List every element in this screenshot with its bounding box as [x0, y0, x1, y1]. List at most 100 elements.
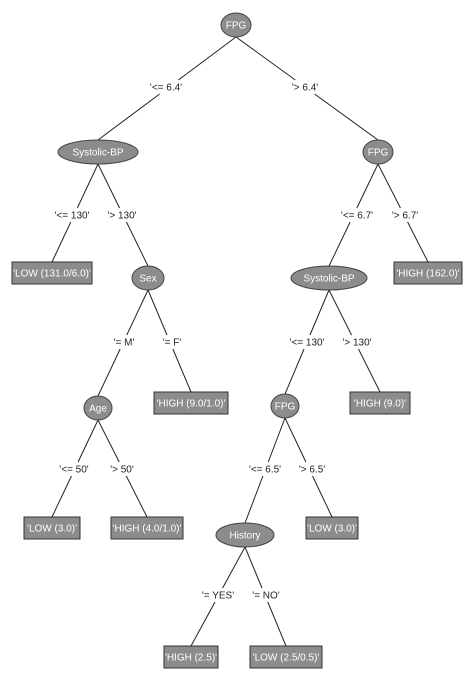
- edge-line-upper: [97, 419, 120, 463]
- edge-condition-label: '> 130': [107, 211, 136, 222]
- split-label: FPG: [368, 148, 389, 159]
- split-node-n2: Systolic-BP: [57, 139, 139, 165]
- split-label: History: [229, 531, 260, 542]
- leaf-node-l3: 'HIGH (9.0/1.0)': [153, 391, 229, 415]
- leaf-box: [349, 391, 411, 415]
- edge-n1-n3: '> 6.4': [235, 36, 379, 141]
- edge-line-upper: [267, 417, 286, 463]
- edge-line-lower: [172, 348, 192, 393]
- leaf-label: 'LOW (3.0)': [27, 524, 77, 535]
- edge-line-upper: [284, 417, 307, 463]
- edge-condition-label: '<= 130': [290, 338, 325, 349]
- edge-line-lower: [328, 221, 351, 267]
- split-node-n8: History: [215, 522, 275, 548]
- leaf-box: [393, 261, 463, 285]
- split-ellipse: [57, 139, 139, 165]
- edge-condition-label: '<= 6.5': [249, 465, 281, 476]
- edge-line-upper: [126, 289, 149, 336]
- edge-condition-label: '<= 50': [59, 465, 88, 476]
- leaf-label: 'HIGH (162.0)': [396, 269, 459, 280]
- edge-condition-label: '= M': [114, 338, 135, 349]
- edge-line-upper: [309, 289, 330, 336]
- leaf-node-l6: 'HIGH (4.0/1.0)': [110, 516, 184, 540]
- edge-condition-label: '<= 130': [55, 211, 90, 222]
- edge-condition-label: '= NO': [252, 591, 280, 602]
- edge-n6-l6: '> 50': [97, 419, 148, 518]
- split-ellipse: [131, 265, 165, 291]
- edge-n6-l5: '<= 50': [51, 419, 99, 518]
- edge-line-lower: [97, 93, 160, 141]
- edge-line-upper: [178, 36, 237, 81]
- edge-line-lower: [125, 221, 149, 267]
- edge-line-upper: [97, 163, 121, 209]
- split-label: Systolic-BP: [72, 148, 123, 159]
- split-label: FPG: [226, 21, 247, 32]
- edge-n1-n2: '<= 6.4': [97, 36, 237, 141]
- edge-condition-label: '> 6.5': [299, 465, 325, 476]
- split-ellipse: [220, 12, 252, 38]
- split-label: Sex: [139, 274, 156, 285]
- split-node-n3: FPG: [362, 139, 394, 165]
- edge-line-lower: [125, 475, 148, 518]
- edge-condition-label: '> 6.7': [392, 211, 418, 222]
- split-node-n6: Age: [83, 395, 113, 421]
- edge-condition-label: '> 50': [110, 465, 134, 476]
- leaf-label: 'LOW (131.0/6.0)': [13, 269, 91, 280]
- edges-layer: '<= 6.4' '> 6.4' '<= 130' '> 130' '<= 6.7' '>…: [51, 36, 429, 647]
- edge-line-lower: [51, 221, 72, 263]
- edge-n3-l2: '> 6.7': [377, 163, 429, 263]
- split-node-n5: Systolic-BP: [290, 265, 368, 291]
- edge-line-lower: [407, 221, 429, 263]
- split-node-n7: FPG: [270, 393, 300, 419]
- edge-line-upper: [328, 289, 352, 336]
- edge-line-lower: [312, 475, 333, 518]
- leaf-node-l5: 'LOW (3.0)': [23, 516, 81, 540]
- edge-condition-label: '<= 6.7': [341, 211, 373, 222]
- edge-condition-label: '<= 6.4': [150, 83, 182, 94]
- leaf-node-l2: 'HIGH (162.0)': [393, 261, 463, 285]
- edge-condition-label: '> 130': [342, 338, 371, 349]
- edge-line-lower: [284, 348, 305, 395]
- leaf-box: [163, 645, 219, 669]
- leaf-box: [153, 391, 229, 415]
- edge-n4-l3: '= F': [147, 289, 192, 393]
- split-node-n1: FPG: [220, 12, 252, 38]
- split-ellipse: [362, 139, 394, 165]
- edge-n2-n4: '> 130': [97, 163, 149, 267]
- edge-line-lower: [51, 475, 72, 518]
- edge-n2-l1: '<= 130': [51, 163, 99, 263]
- leaf-node-l7: 'LOW (3.0)': [305, 516, 359, 540]
- edge-condition-label: '= YES': [202, 591, 234, 602]
- edge-line-upper: [235, 36, 296, 81]
- edge-line-lower: [267, 601, 287, 647]
- leaf-box: [305, 516, 359, 540]
- split-label: FPG: [275, 402, 296, 413]
- split-label: Systolic-BP: [303, 274, 354, 285]
- leaf-box: [23, 516, 81, 540]
- leaf-box: [110, 516, 184, 540]
- edge-line-lower: [97, 348, 121, 397]
- edge-line-lower: [314, 93, 379, 141]
- edge-n8-l9: '= NO': [244, 546, 287, 647]
- edge-line-upper: [377, 163, 401, 209]
- leaf-label: 'LOW (3.0)': [307, 524, 357, 535]
- edge-line-upper: [356, 163, 379, 209]
- leaf-label: 'HIGH (2.5)': [165, 653, 217, 664]
- edge-condition-label: '= F': [163, 338, 182, 349]
- edge-n8-l8: '= YES': [190, 546, 246, 647]
- edge-line-upper: [244, 546, 263, 589]
- leaf-box: [249, 645, 323, 669]
- leaf-box: [11, 261, 93, 285]
- edge-line-upper: [77, 419, 99, 463]
- leaf-node-l9: 'LOW (2.5/0.5)': [249, 645, 323, 669]
- leaf-node-l8: 'HIGH (2.5)': [163, 645, 219, 669]
- split-node-n4: Sex: [131, 265, 165, 291]
- edge-condition-label: '> 6.4': [292, 83, 318, 94]
- split-ellipse: [83, 395, 113, 421]
- edge-n4-n6: '= M': [97, 289, 149, 397]
- edge-line-upper: [222, 546, 246, 589]
- edge-n5-l4: '> 130': [328, 289, 381, 393]
- edge-n7-n8: '<= 6.5': [244, 417, 286, 524]
- split-ellipse: [270, 393, 300, 419]
